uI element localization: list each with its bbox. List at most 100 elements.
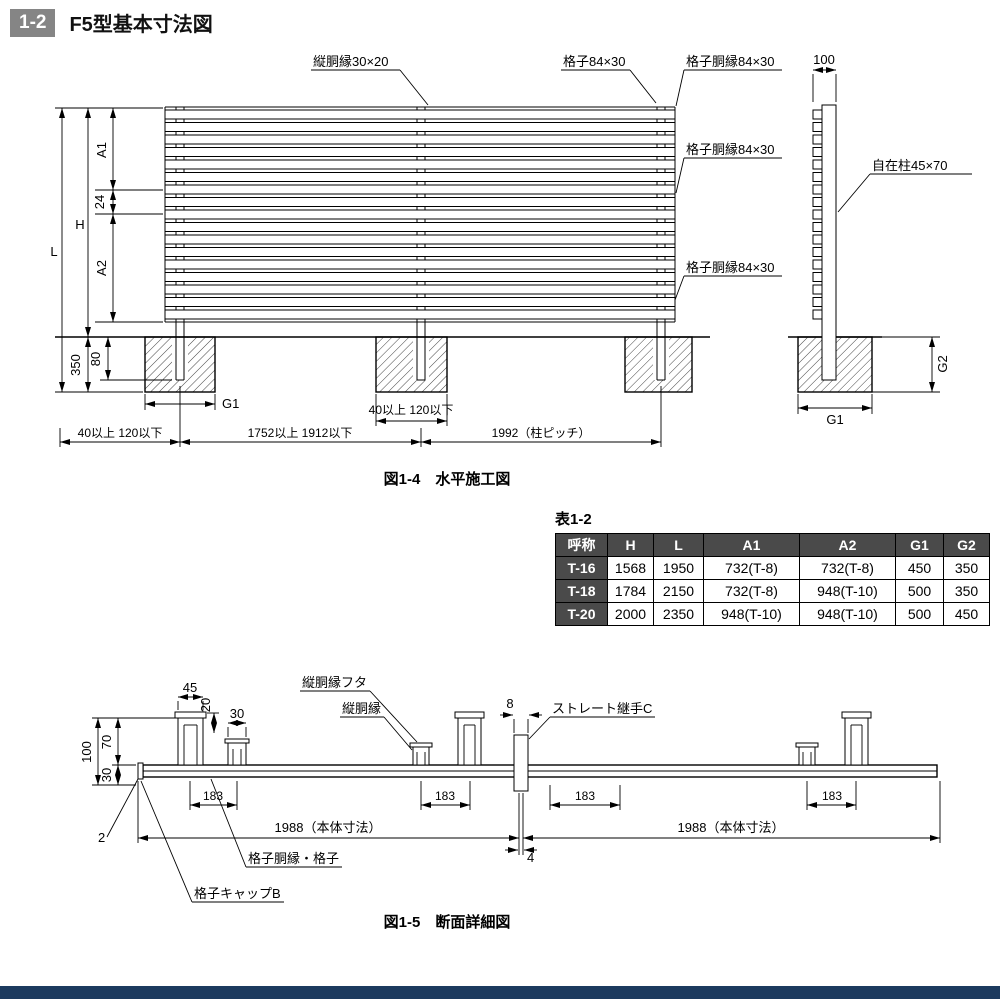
fence-panel-frame bbox=[164, 106, 676, 323]
callout-tate-dobuchi: 縦胴縁 bbox=[342, 701, 381, 716]
cell: 948(T-10) bbox=[703, 602, 800, 626]
cell: 948(T-10) bbox=[799, 579, 896, 603]
dim-range-panel: 1752以上 1912以下 bbox=[248, 426, 353, 440]
side-view-post bbox=[812, 104, 837, 381]
dim-4: 4 bbox=[527, 850, 534, 865]
cell: 450 bbox=[943, 602, 990, 626]
cell: 732(T-8) bbox=[799, 556, 896, 580]
fig-1-4-horizontal-installation-drawing: L H A1 24 A2 350 80 G1 40以上 120以下 40以上 1… bbox=[50, 52, 972, 488]
cell: 350 bbox=[943, 556, 990, 580]
cell: 1568 bbox=[607, 556, 654, 580]
cell: 2000 bbox=[607, 602, 654, 626]
dim-pitch: 1992（柱ピッチ） bbox=[492, 425, 591, 440]
callout-koshi-dobuchi-2: 格子胴縁84×30 bbox=[686, 142, 775, 157]
table-header-row: 呼称 H L A1 A2 G1 G2 bbox=[555, 533, 990, 557]
cell: 500 bbox=[895, 602, 944, 626]
dim-20: 20 bbox=[198, 698, 213, 712]
callout-jizaichu: 自在柱45×70 bbox=[872, 158, 948, 173]
cell: 2150 bbox=[653, 579, 704, 603]
dim-1988-right: 1988（本体寸法） bbox=[678, 820, 785, 835]
batten-pitch-dimensions: 183 183 183 183 bbox=[189, 781, 857, 810]
page-title: F5型基本寸法図 bbox=[69, 14, 213, 36]
fig15-top-dimensions: 45 20 30 8 bbox=[177, 680, 542, 737]
dim-183-3: 183 bbox=[575, 789, 595, 803]
callout-tate-dobuchi-futa: 縦胴縁フタ bbox=[302, 675, 367, 690]
dim-100: 100 bbox=[79, 741, 94, 763]
dim-range-left: 40以上 120以下 bbox=[78, 426, 163, 440]
fig14-caption: 図1-4 水平施工図 bbox=[384, 470, 511, 488]
cell: 732(T-8) bbox=[703, 579, 800, 603]
cell: 450 bbox=[895, 556, 944, 580]
callout-koshi: 格子84×30 bbox=[563, 54, 626, 69]
dim-70: 70 bbox=[99, 735, 114, 749]
dim-350: 350 bbox=[68, 354, 83, 376]
dim-1988-left: 1988（本体寸法） bbox=[275, 820, 382, 835]
dim-183-2: 183 bbox=[435, 789, 455, 803]
row-header: T-16 bbox=[555, 556, 608, 580]
col-header-name: 呼称 bbox=[555, 533, 608, 557]
cell: 350 bbox=[943, 579, 990, 603]
callout-koshi-cap: 格子キャップB bbox=[194, 886, 281, 901]
dim-range-mid: 40以上 120以下 bbox=[369, 403, 454, 417]
dim-100: 100 bbox=[813, 52, 835, 67]
callout-straight-joint: ストレート継手C bbox=[552, 701, 652, 716]
callout-koshi-dobuchi-1: 格子胴縁84×30 bbox=[686, 54, 775, 69]
cell: 2350 bbox=[653, 602, 704, 626]
side-view-dimensions: 100 G2 G1 bbox=[797, 52, 950, 427]
table-row-t18: T-18 1784 2150 732(T-8) 948(T-10) 500 35… bbox=[555, 579, 990, 603]
dim-80: 80 bbox=[88, 352, 103, 366]
dim-183-1: 183 bbox=[203, 789, 223, 803]
concrete-footings bbox=[144, 336, 873, 393]
vertical-batten-profiles bbox=[174, 711, 872, 766]
fig15-left-dimensions: 100 70 30 2 bbox=[79, 717, 176, 845]
row-header: T-18 bbox=[555, 579, 608, 603]
dim-183-4: 183 bbox=[822, 789, 842, 803]
col-header-A2: A2 bbox=[799, 533, 896, 557]
cell: 1784 bbox=[607, 579, 654, 603]
fig15-callouts: 縦胴縁フタ 縦胴縁 ストレート継手C 格子胴縁・格子 格子キャップB bbox=[140, 675, 655, 903]
callout-koshi-dobuchi-koshi: 格子胴縁・格子 bbox=[248, 851, 339, 866]
straight-joint bbox=[513, 734, 529, 792]
dim-2: 2 bbox=[98, 830, 105, 845]
callout-koshi-dobuchi-3: 格子胴縁84×30 bbox=[686, 260, 775, 275]
cell: 500 bbox=[895, 579, 944, 603]
col-header-L: L bbox=[653, 533, 704, 557]
table-row-t20: T-20 2000 2350 948(T-10) 948(T-10) 500 4… bbox=[555, 602, 990, 626]
dim-8: 8 bbox=[506, 696, 513, 711]
page-header: 1-2 F5型基本寸法図 bbox=[10, 8, 213, 37]
dim-A2: A2 bbox=[94, 260, 109, 276]
callout-tate-dobuchi: 縦胴縁30×20 bbox=[313, 54, 389, 69]
footer-bar bbox=[0, 986, 1000, 999]
cell: 948(T-10) bbox=[799, 602, 896, 626]
fig15-caption: 図1-5 断面詳細図 bbox=[384, 913, 511, 931]
row-header: T-20 bbox=[555, 602, 608, 626]
dim-30-left: 30 bbox=[99, 768, 114, 782]
spec-table: 呼称 H L A1 A2 G1 G2 T-16 1568 1950 732(T-… bbox=[555, 533, 990, 626]
dim-G2: G2 bbox=[935, 355, 950, 372]
bottom-dimensions: G1 40以上 120以下 40以上 120以下 1752以上 1912以下 1… bbox=[59, 386, 662, 447]
col-header-G1: G1 bbox=[895, 533, 944, 557]
dim-G1-left: G1 bbox=[222, 396, 239, 411]
fence-slats bbox=[164, 109, 676, 320]
section-number-badge: 1-2 bbox=[10, 8, 56, 37]
left-dimensions: L H A1 24 A2 350 80 bbox=[50, 107, 172, 393]
dim-30-batten: 30 bbox=[230, 706, 244, 721]
horizontal-rail bbox=[137, 762, 938, 780]
col-header-G2: G2 bbox=[943, 533, 990, 557]
dim-G1-right: G1 bbox=[826, 412, 843, 427]
spec-table-block: 表1-2 呼称 H L A1 A2 G1 G2 T-16 1568 1950 7… bbox=[555, 508, 991, 626]
col-header-H: H bbox=[607, 533, 654, 557]
cell: 732(T-8) bbox=[703, 556, 800, 580]
fig14-callouts: 縦胴縁30×20 格子84×30 格子胴縁84×30 格子胴縁84×30 格子胴… bbox=[311, 54, 972, 301]
dim-45: 45 bbox=[183, 680, 197, 695]
table-title: 表1-2 bbox=[555, 511, 592, 528]
col-header-A1: A1 bbox=[703, 533, 800, 557]
fig-1-5-section-detail-drawing: 45 20 30 8 100 70 30 2 183 183 183 bbox=[79, 675, 941, 931]
cell: 1950 bbox=[653, 556, 704, 580]
footing-middle bbox=[375, 336, 448, 393]
dim-A1: A1 bbox=[94, 142, 109, 158]
end-cap bbox=[137, 762, 144, 780]
dim-H: H bbox=[75, 217, 84, 232]
dim-24: 24 bbox=[92, 195, 107, 209]
body-length-dimensions: 1988（本体寸法） 1988（本体寸法） 4 bbox=[137, 781, 941, 865]
